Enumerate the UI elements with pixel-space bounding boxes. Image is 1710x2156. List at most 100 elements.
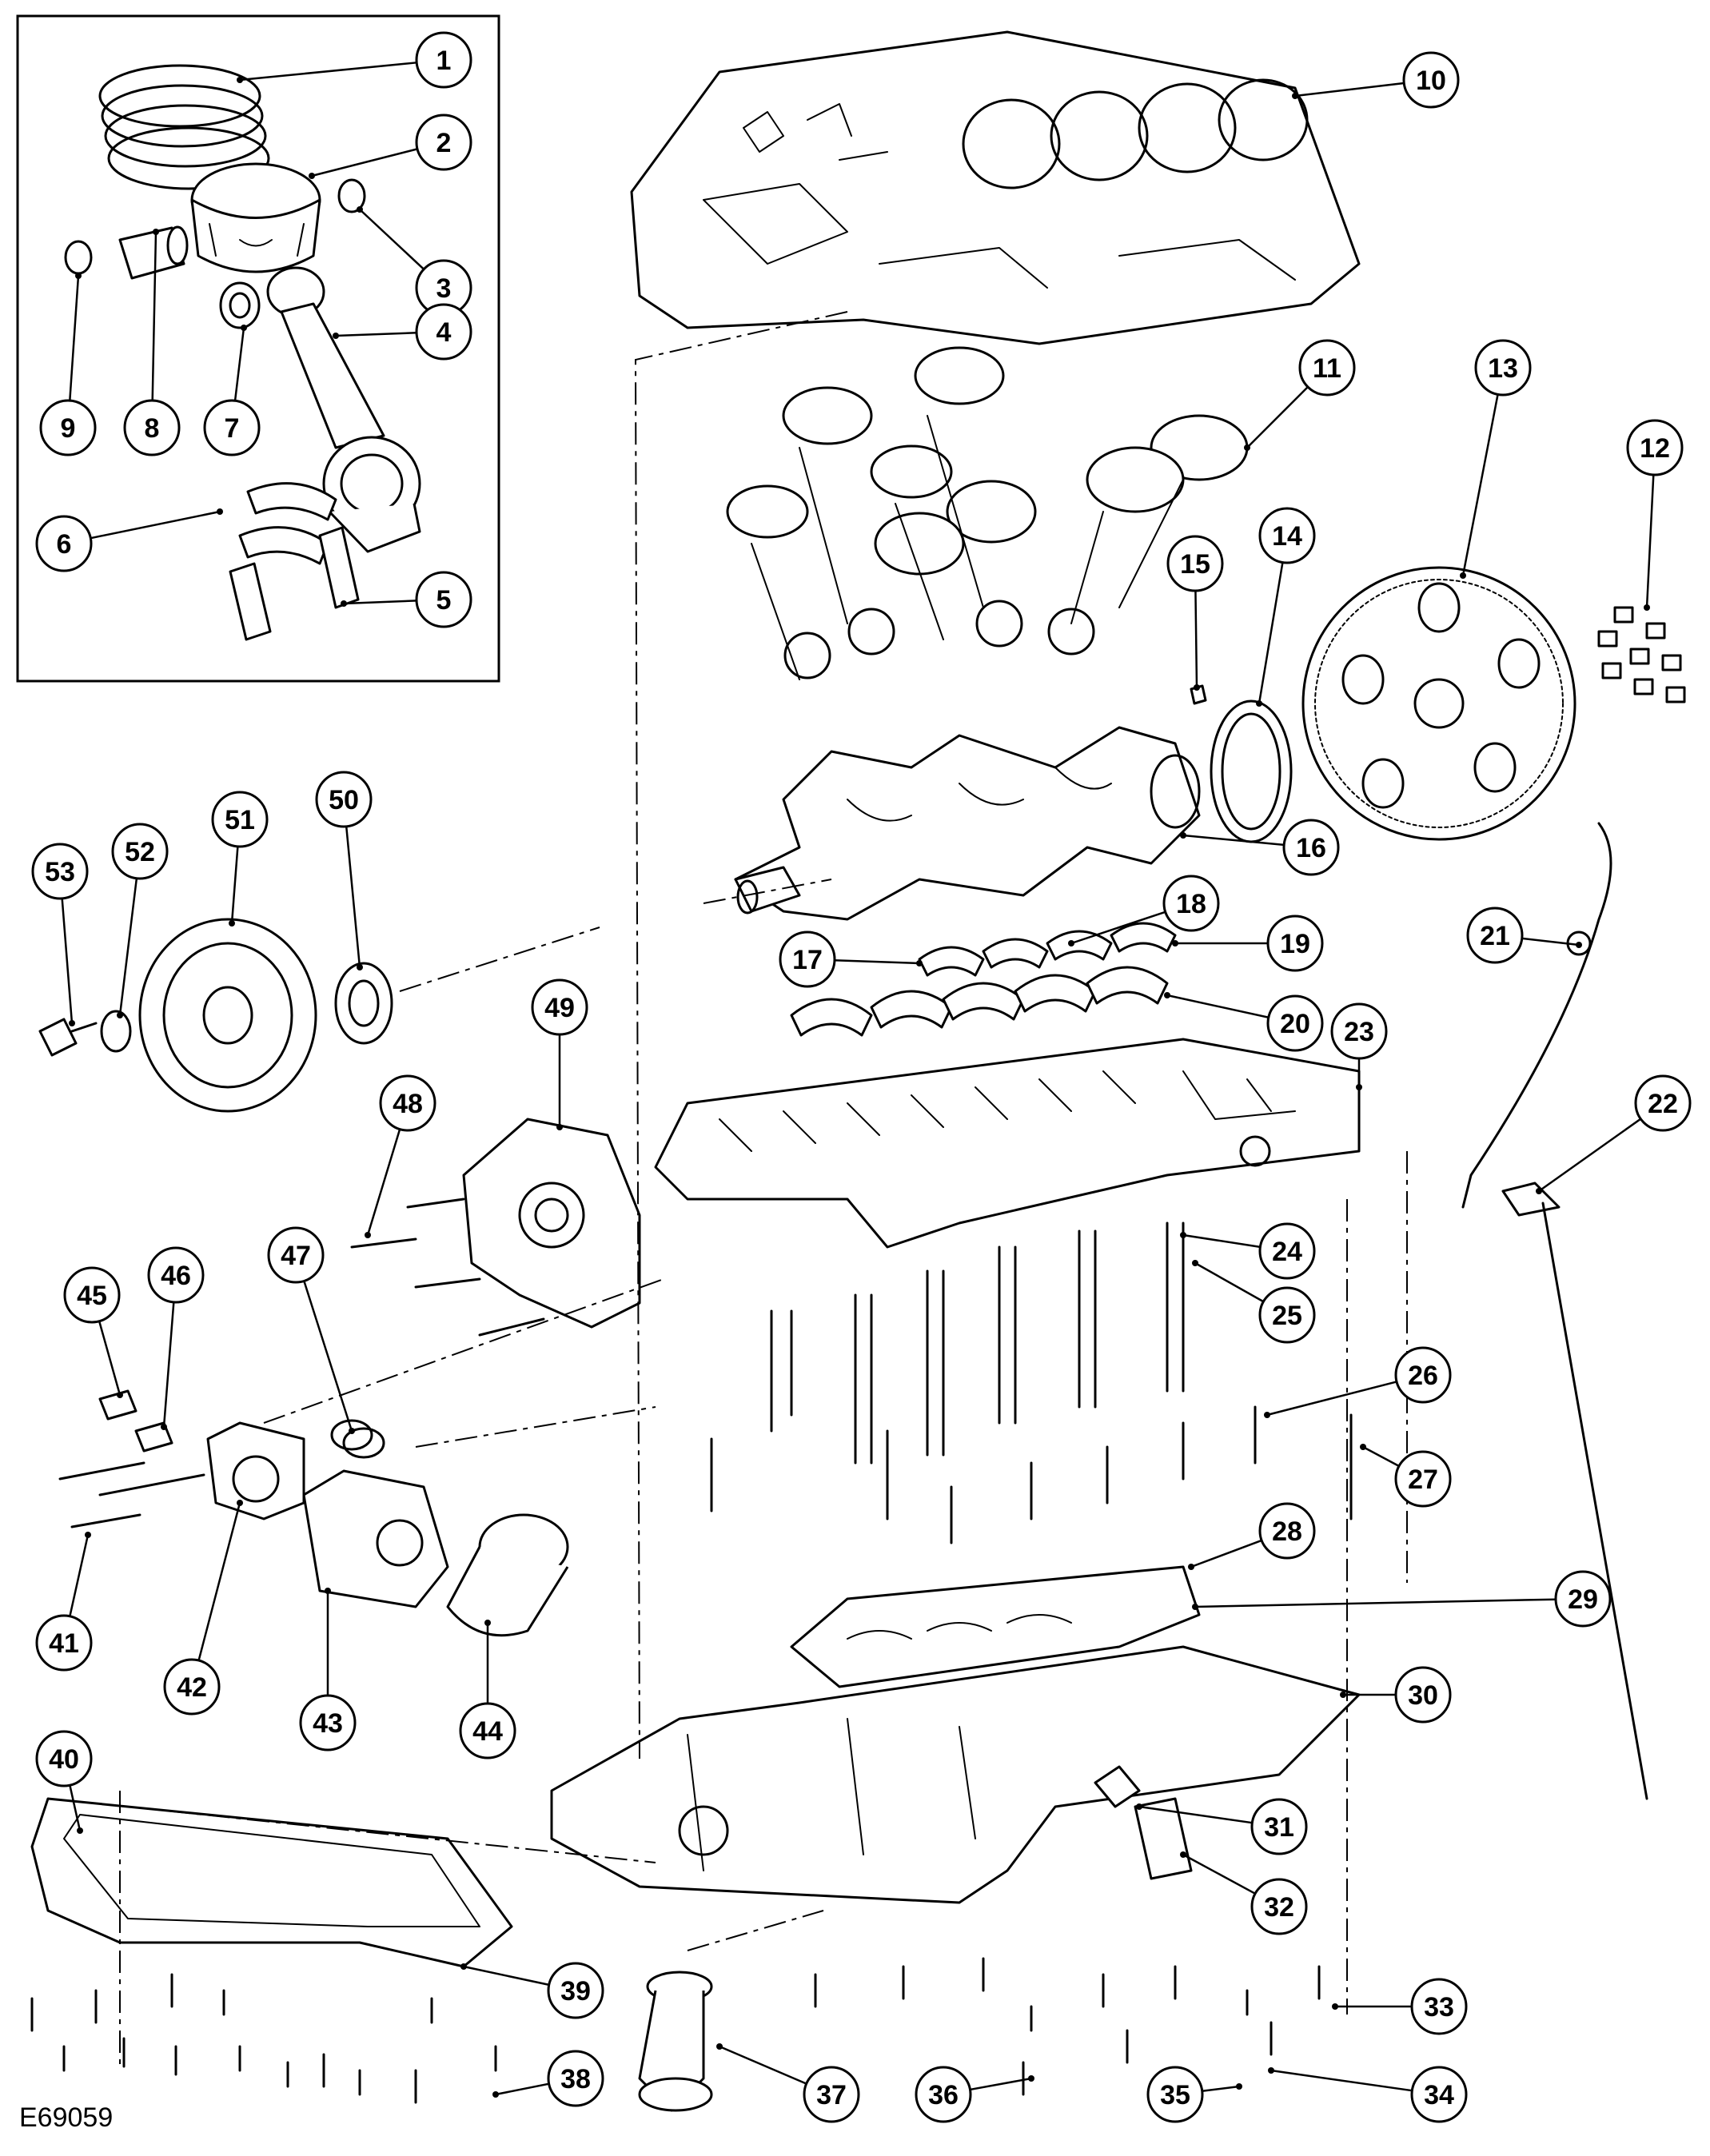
callout-circle-37 — [803, 2066, 860, 2123]
piston-pin — [118, 225, 189, 280]
callout-number-26: 26 — [1408, 1361, 1438, 1391]
callout-leader-dot-38 — [492, 2091, 499, 2098]
callout-circle-43 — [299, 1694, 357, 1752]
callout-leader-dot-35 — [1236, 2083, 1242, 2090]
callout-leader-3 — [359, 209, 425, 270]
callout-number-23: 23 — [1344, 1017, 1374, 1047]
callout-circle-47 — [267, 1226, 325, 1284]
callout-leader-dot-30 — [1340, 1692, 1346, 1698]
callout-circle-20 — [1266, 994, 1324, 1052]
front-seal — [100, 1010, 132, 1053]
callout-leader-2 — [311, 148, 418, 177]
callout-leader-32 — [1182, 1853, 1256, 1895]
callout-leader-47 — [303, 1281, 353, 1432]
callout-leader-52 — [118, 878, 138, 1016]
oil-pump-bolts — [350, 1198, 545, 1337]
callout-circle-41 — [35, 1614, 93, 1672]
main-bearing-shells-lower — [790, 966, 1169, 1037]
piston-detail — [190, 162, 321, 273]
callout-circle-39 — [547, 1962, 604, 2019]
sump-bolts — [30, 1957, 1321, 2104]
callout-leader-dot-6 — [217, 508, 223, 515]
callout-leader-29 — [1194, 1598, 1557, 1608]
callout-leader-1 — [239, 62, 417, 82]
callout-leader-dot-46 — [161, 1424, 167, 1430]
dipstick-tube — [1461, 822, 1612, 1209]
callout-circle-7 — [203, 399, 261, 456]
callout-number-19: 19 — [1280, 929, 1310, 959]
callout-number-17: 17 — [792, 945, 823, 975]
callout-circle-23 — [1330, 1002, 1388, 1060]
callout-leader-dot-23 — [1356, 1084, 1362, 1090]
flexplate-bolts — [1597, 606, 1686, 703]
callout-leader-34 — [1270, 2069, 1413, 2092]
callout-circle-46 — [147, 1246, 205, 1304]
lower-oil-pan — [30, 1797, 513, 1968]
callout-leader-10 — [1294, 82, 1405, 98]
callout-number-13: 13 — [1488, 353, 1518, 384]
callout-leader-5 — [343, 600, 417, 605]
callout-number-9: 9 — [61, 413, 76, 444]
rear-main-seal — [1210, 699, 1293, 843]
callout-circle-51 — [211, 791, 269, 848]
callout-number-35: 35 — [1160, 2080, 1190, 2110]
callout-number-10: 10 — [1416, 66, 1446, 96]
callout-number-25: 25 — [1272, 1301, 1302, 1331]
circlip-right — [337, 178, 366, 213]
callout-group: 1234567891011121314151617181920212223242… — [31, 31, 1692, 2123]
callout-leader-dot-3 — [357, 206, 363, 213]
callout-leader-dot-21 — [1576, 942, 1582, 948]
callout-circle-52 — [111, 823, 169, 880]
callout-leader-8 — [151, 231, 157, 401]
callout-circle-24 — [1258, 1222, 1316, 1280]
callout-leader-dot-33 — [1332, 2003, 1338, 2010]
callout-number-14: 14 — [1272, 521, 1302, 552]
callout-number-15: 15 — [1180, 549, 1210, 580]
oil-filter-housing — [206, 1421, 305, 1520]
callout-number-16: 16 — [1296, 833, 1326, 863]
callout-leader-dot-28 — [1188, 1564, 1194, 1570]
callout-leader-dot-39 — [460, 1963, 467, 1970]
callout-circle-22 — [1634, 1074, 1692, 1132]
callout-leader-20 — [1166, 994, 1270, 1018]
callout-leader-53 — [61, 898, 74, 1024]
callout-leader-dot-43 — [325, 1588, 331, 1594]
callout-number-22: 22 — [1648, 1089, 1678, 1119]
callout-number-39: 39 — [560, 1976, 591, 2007]
callout-leader-45 — [98, 1321, 122, 1396]
callout-leader-40 — [69, 1784, 82, 1831]
callout-leader-42 — [197, 1502, 241, 1661]
callout-circle-4 — [415, 303, 472, 361]
pulley-bolt — [38, 1018, 98, 1057]
callout-leader-dot-1 — [237, 77, 243, 83]
callout-leader-27 — [1362, 1445, 1400, 1468]
callout-leader-18 — [1070, 911, 1166, 945]
callout-circle-40 — [35, 1730, 93, 1787]
callout-leader-dot-34 — [1268, 2067, 1274, 2074]
callout-number-2: 2 — [436, 128, 452, 158]
callout-circle-10 — [1402, 51, 1460, 109]
callout-leader-dot-48 — [365, 1232, 371, 1238]
callout-leader-dot-17 — [916, 960, 923, 966]
crankshaft-pulley — [138, 918, 317, 1113]
callout-circle-14 — [1258, 507, 1316, 564]
callout-circle-35 — [1146, 2066, 1204, 2123]
callout-circle-26 — [1394, 1346, 1452, 1404]
callout-number-28: 28 — [1272, 1516, 1302, 1547]
callout-leader-25 — [1194, 1261, 1265, 1303]
dipstick — [1501, 1182, 1648, 1800]
small-end-bushing — [219, 281, 261, 329]
callout-leader-37 — [719, 2045, 807, 2085]
callout-leader-dot-50 — [357, 964, 363, 970]
callout-leader-dot-42 — [237, 1500, 243, 1506]
crankshaft — [734, 726, 1201, 921]
callout-number-43: 43 — [313, 1708, 343, 1739]
callout-leader-17 — [834, 958, 920, 965]
callout-circle-48 — [379, 1074, 436, 1132]
figure-id-label: E69059 — [19, 2102, 114, 2133]
callout-circle-34 — [1410, 2066, 1468, 2123]
callout-number-51: 51 — [225, 805, 255, 835]
callout-leader-dot-7 — [241, 325, 247, 331]
callout-circle-50 — [315, 771, 373, 828]
